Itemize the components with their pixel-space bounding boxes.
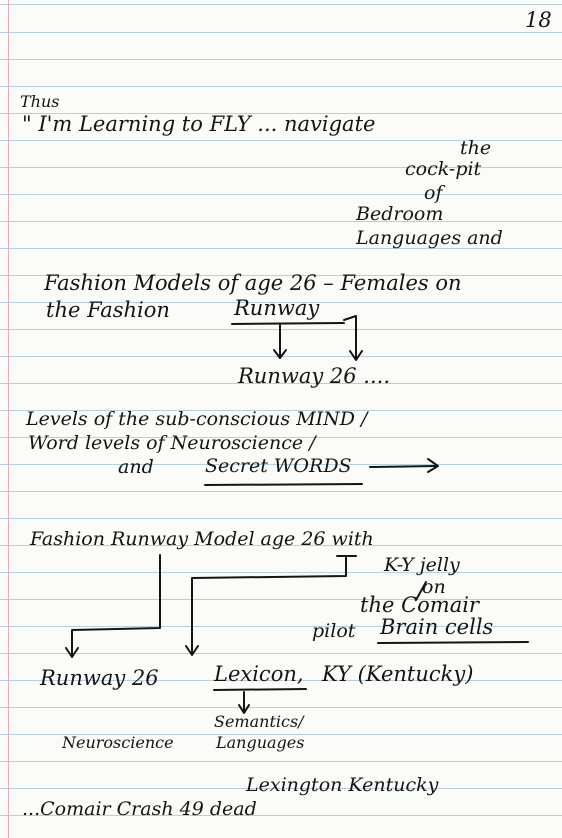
text-neuroscience: Neuroscience <box>62 733 174 752</box>
text-ky-jelly: K-Y jelly <box>384 554 460 576</box>
text-word-levels: Word levels of Neuroscience / <box>28 432 316 454</box>
lexicon-arrowhead <box>238 704 250 714</box>
text-lexicon: Lexicon, <box>214 662 304 686</box>
text-comair-crash: ...Comair Crash 49 dead <box>22 798 257 820</box>
text-the: the <box>460 137 492 159</box>
text-brain-cells: Brain cells <box>380 615 494 639</box>
text-of: of <box>424 182 443 204</box>
text-languages-and: Languages and <box>356 227 503 249</box>
on-tick <box>415 581 427 601</box>
secret-words-arrow <box>369 465 437 468</box>
text-the-comair: the Comair <box>360 593 479 617</box>
page-number: 18 <box>525 8 552 32</box>
text-on: on <box>422 576 446 598</box>
text-lexington-kentucky: Lexington Kentucky <box>246 774 439 796</box>
text-the-fashion: the Fashion <box>46 298 170 322</box>
arrow-head-right <box>349 350 363 361</box>
secret-words-arrowhead <box>427 458 439 473</box>
lexicon-underline <box>213 688 307 691</box>
text-semantics: Semantics/ <box>214 712 304 731</box>
text-pilot: pilot <box>312 620 356 642</box>
text-languages-lower: Languages <box>216 733 305 752</box>
connector-left-arrowhead <box>65 647 79 658</box>
text-bedroom: Bedroom <box>356 203 444 225</box>
text-secret-words: Secret WORDS <box>205 455 352 477</box>
text-thus: Thus <box>20 92 60 111</box>
connector-right <box>191 555 347 654</box>
text-levels-subconscious: Levels of the sub-conscious MIND / <box>26 408 368 430</box>
text-and: and <box>118 456 154 478</box>
brain-cells-underline <box>377 641 529 644</box>
connector-left <box>71 554 161 656</box>
text-fashion-models: Fashion Models of age 26 – Females on <box>44 271 462 295</box>
secret-words-underline <box>204 483 363 486</box>
text-ky-kentucky: KY (Kentucky) <box>322 662 474 686</box>
text-runway-underlined: Runway <box>234 296 320 320</box>
text-runway-26: Runway 26 .... <box>238 364 390 388</box>
text-fashion-runway-model: Fashion Runway Model age 26 with <box>30 528 374 550</box>
margin-line <box>8 0 9 838</box>
bracket-right <box>343 315 357 359</box>
arrow-head-left <box>273 349 287 359</box>
text-runway-26-lower: Runway 26 <box>40 666 159 690</box>
text-learning-to-fly: " I'm Learning to FLY ... navigate <box>22 112 376 136</box>
text-cockpit: cock-pit <box>405 158 482 180</box>
connector-right-arrowhead <box>185 645 199 656</box>
runway-underline <box>231 322 345 325</box>
